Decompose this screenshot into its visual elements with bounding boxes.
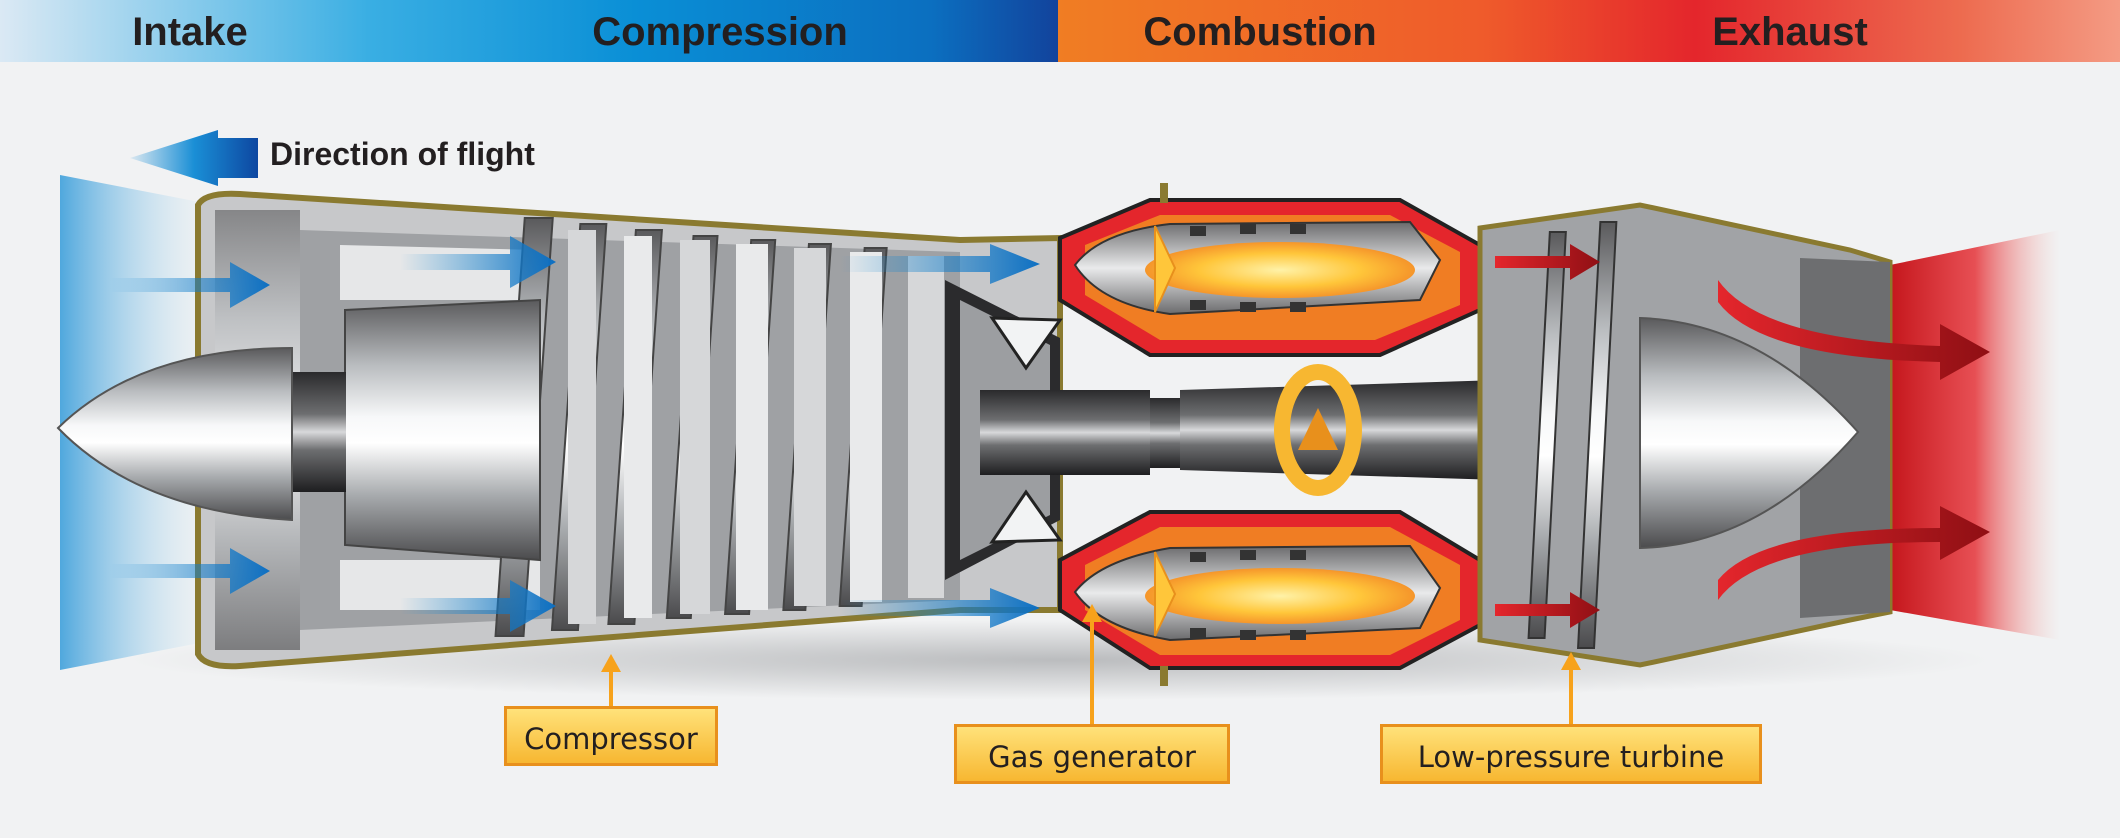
intake-airflow-arrows bbox=[110, 236, 1040, 632]
callout-gas-generator: Gas generator bbox=[954, 724, 1230, 784]
turbine-stage-1 bbox=[1527, 231, 1567, 639]
combustor-lower bbox=[1058, 510, 1482, 686]
callout-leaders bbox=[601, 604, 1581, 724]
tail-cone bbox=[1639, 316, 1860, 550]
stage-title-compression: Compression bbox=[592, 10, 848, 54]
exhaust-plume bbox=[1890, 230, 2060, 640]
hot-section-band bbox=[1058, 0, 2120, 62]
flight-direction-arrow bbox=[130, 130, 258, 186]
callout-low-pressure-turbine: Low-pressure turbine bbox=[1380, 724, 1762, 784]
main-shaft bbox=[1180, 380, 1500, 480]
callout-compressor: Compressor bbox=[504, 706, 718, 766]
compressor-hub bbox=[344, 298, 541, 562]
direction-of-flight-label: Direction of flight bbox=[270, 136, 535, 172]
stage-title-exhaust: Exhaust bbox=[1712, 10, 1868, 54]
stage-title-intake: Intake bbox=[132, 10, 248, 54]
turbine-flow-arrows bbox=[1495, 244, 1600, 628]
spinner-cone bbox=[56, 346, 293, 522]
cold-section-band bbox=[0, 0, 1058, 62]
stage-title-combustion: Combustion bbox=[1143, 10, 1377, 54]
shaft-rotation-arrow bbox=[1274, 364, 1362, 496]
combustor-upper bbox=[1058, 183, 1482, 357]
turbine-stage-2 bbox=[1576, 221, 1618, 649]
exhaust-flow-arrows bbox=[1718, 280, 1990, 600]
